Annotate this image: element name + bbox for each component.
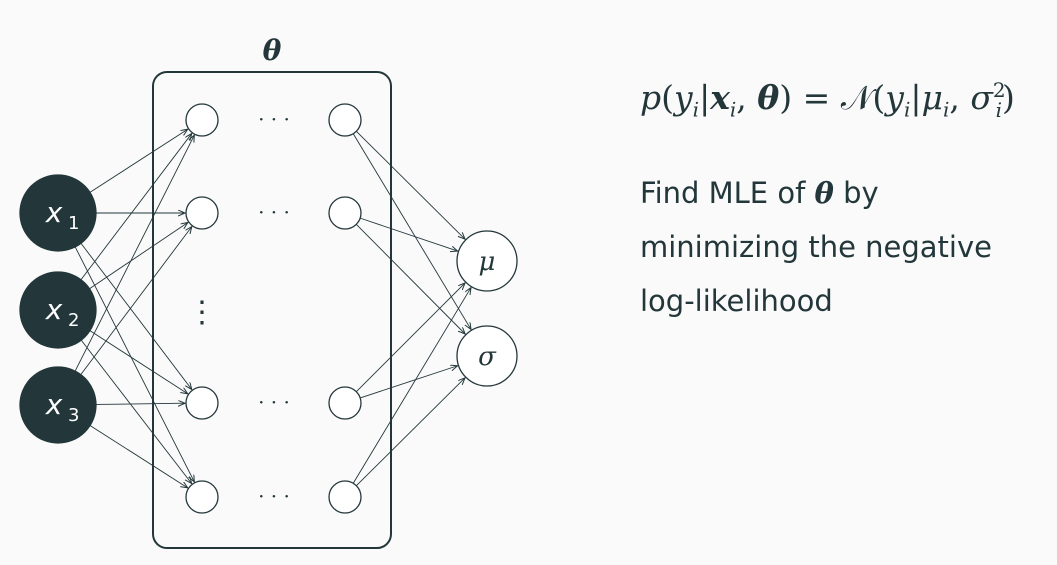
ellipsis-horizontal: · · · bbox=[258, 484, 290, 508]
hidden-node-last-3 bbox=[328, 386, 362, 420]
hidden-node-last-4 bbox=[328, 480, 362, 514]
connection-edge bbox=[352, 288, 471, 484]
connection-edge bbox=[80, 339, 191, 483]
connection-edge bbox=[80, 243, 192, 389]
connection-edge bbox=[89, 330, 188, 394]
edges bbox=[74, 129, 471, 488]
hidden-node-first-2 bbox=[185, 196, 219, 230]
ellipsis-horizontal: · · · bbox=[258, 390, 290, 414]
output-label-1: μ bbox=[479, 247, 496, 277]
parameter-box bbox=[152, 71, 392, 549]
input-node-1 bbox=[19, 174, 97, 252]
output-node-1 bbox=[456, 230, 518, 292]
input-node-2 bbox=[19, 271, 97, 349]
connection-edge bbox=[89, 425, 188, 487]
hidden-node-last-2 bbox=[328, 196, 362, 230]
param-label: θ bbox=[263, 34, 282, 67]
connection-edge bbox=[95, 403, 185, 404]
connection-edge bbox=[80, 227, 192, 375]
ellipsis-horizontal: · · · bbox=[258, 200, 290, 224]
mle-line-2: minimizing the negative bbox=[640, 230, 992, 264]
connection-edge bbox=[80, 134, 192, 280]
connection-edge bbox=[74, 135, 194, 372]
connection-edge bbox=[355, 283, 465, 393]
input-var: x bbox=[45, 196, 63, 229]
input-var: x bbox=[45, 293, 63, 326]
hidden-node-last-1 bbox=[328, 103, 362, 137]
output-label-2: σ bbox=[478, 342, 497, 372]
hidden-node-first-1 bbox=[185, 103, 219, 137]
output-node-2 bbox=[456, 325, 518, 387]
connection-edge bbox=[355, 224, 465, 334]
mle-line-1: Find MLE of θ by bbox=[640, 176, 879, 210]
likelihood-formula: p(yi|xi, θ) = 𝒩(yi|μi, σ2i) bbox=[640, 78, 1015, 122]
mle-line-3: log-likelihood bbox=[640, 284, 833, 318]
input-sub: 2 bbox=[68, 310, 79, 331]
connection-edge bbox=[360, 366, 457, 399]
input-node-3 bbox=[19, 366, 97, 444]
ellipses: · · · · · · · · · · · · ⋮ bbox=[187, 107, 290, 508]
hidden-node-first-3 bbox=[185, 386, 219, 420]
input-var: x bbox=[45, 388, 63, 421]
connection-edge bbox=[89, 129, 188, 193]
connection-edge bbox=[89, 222, 188, 290]
connection-edge bbox=[74, 246, 194, 482]
connection-edge bbox=[360, 217, 457, 251]
connection-edge bbox=[356, 378, 465, 487]
input-sub: 1 bbox=[68, 213, 79, 234]
connection-edge bbox=[352, 133, 471, 330]
hidden-node-first-4 bbox=[185, 480, 219, 514]
ellipsis-horizontal: · · · bbox=[258, 107, 290, 131]
input-sub: 3 bbox=[68, 405, 79, 426]
connection-edge bbox=[356, 130, 465, 239]
ellipsis-vertical: ⋮ bbox=[187, 295, 217, 330]
mle-description: Find MLE of θ by minimizing the negative… bbox=[640, 166, 1050, 328]
